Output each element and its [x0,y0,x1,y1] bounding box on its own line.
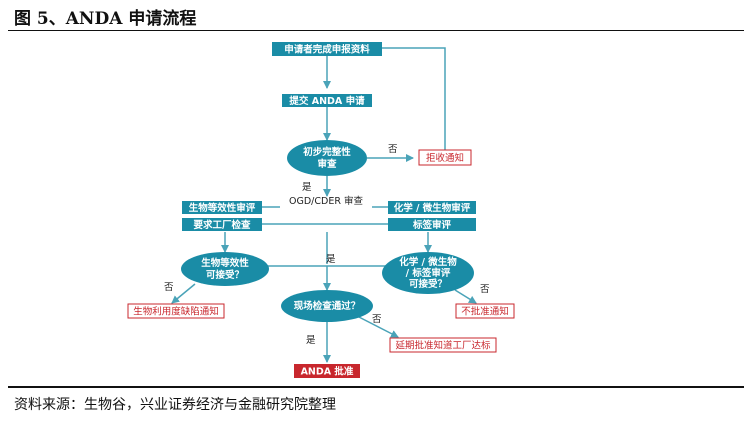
node-bio-deficiency: 生物利用度缺陷通知 [127,303,225,319]
label-yes-split: 是 [326,254,336,265]
svg-text:标签审评: 标签审评 [412,219,452,231]
edge-chem-to-notapproved [454,289,477,304]
node-not-approved: 不批准通知 [455,303,515,319]
edge-bio-to-deficiency [171,283,196,304]
node-delay-approval: 延期批准知道工厂达标 [389,337,497,353]
label-no-site: 否 [372,314,382,325]
svg-text:现场检查通过？: 现场检查通过？ [294,300,361,312]
svg-text:审查: 审查 [317,158,337,170]
node-chem-decision: 化学 / 微生物 / 标签审评 可接受？ [382,252,474,294]
svg-text:ANDA 批准: ANDA 批准 [301,366,354,378]
svg-text:化学 / 微生物审评: 化学 / 微生物审评 [394,202,471,214]
svg-text:生物利用度缺陷通知: 生物利用度缺陷通知 [133,306,219,318]
node-submit-anda: 提交 ANDA 申请 [282,94,372,107]
label-yes-initial: 是 [302,182,312,193]
edge-reject-to-submit [369,44,446,150]
svg-text:提交 ANDA 申请: 提交 ANDA 申请 [289,95,365,107]
title-rule [8,30,744,31]
node-reject-notice: 拒收通知 [418,149,472,166]
svg-text:生物等效性: 生物等效性 [201,257,249,269]
node-site-inspection: 现场检查通过？ [281,290,373,322]
svg-text:初步完整性: 初步完整性 [303,146,351,158]
label-yes-site: 是 [306,335,316,346]
svg-text:可接受？: 可接受？ [409,278,447,290]
label-ogd-review: OGD/CDER 审查 [289,195,363,207]
node-bioequiv-review: 生物等效性审评 [182,201,262,214]
caption-rule [8,386,744,388]
label-no-bio: 否 [164,282,174,293]
node-factory-inspection: 要求工厂检查 [182,218,262,231]
connectors [171,44,477,363]
node-initial-review: 初步完整性 审查 [287,140,367,176]
svg-text:不批准通知: 不批准通知 [461,306,509,318]
svg-text:生物等效性审评: 生物等效性审评 [189,202,256,214]
figure-title: 图 5、ANDA 申请流程 [14,9,197,29]
node-approval: ANDA 批准 [294,364,360,378]
svg-text:可接受？: 可接受？ [206,269,244,281]
node-bioequiv-decision: 生物等效性 可接受？ [181,252,269,286]
svg-text:申请者完成申报资料: 申请者完成申报资料 [284,44,370,56]
svg-text:要求工厂检查: 要求工厂检查 [193,219,251,231]
svg-text:延期批准知道工厂达标: 延期批准知道工厂达标 [395,340,491,352]
figure-caption: 资料来源：生物谷，兴业证券经济与金融研究院整理 [14,397,336,413]
node-label-review: 标签审评 [388,218,476,231]
label-no-chem: 否 [480,284,490,295]
svg-text:/ 标签审评: / 标签审评 [406,267,451,279]
label-no-initial: 否 [388,144,398,155]
svg-text:化学 / 微生物: 化学 / 微生物 [399,256,457,268]
edge-site-to-delay [354,314,399,338]
node-chem-review: 化学 / 微生物审评 [388,201,476,214]
svg-text:拒收通知: 拒收通知 [426,152,464,164]
node-submit: 申请者完成申报资料 [272,42,382,56]
